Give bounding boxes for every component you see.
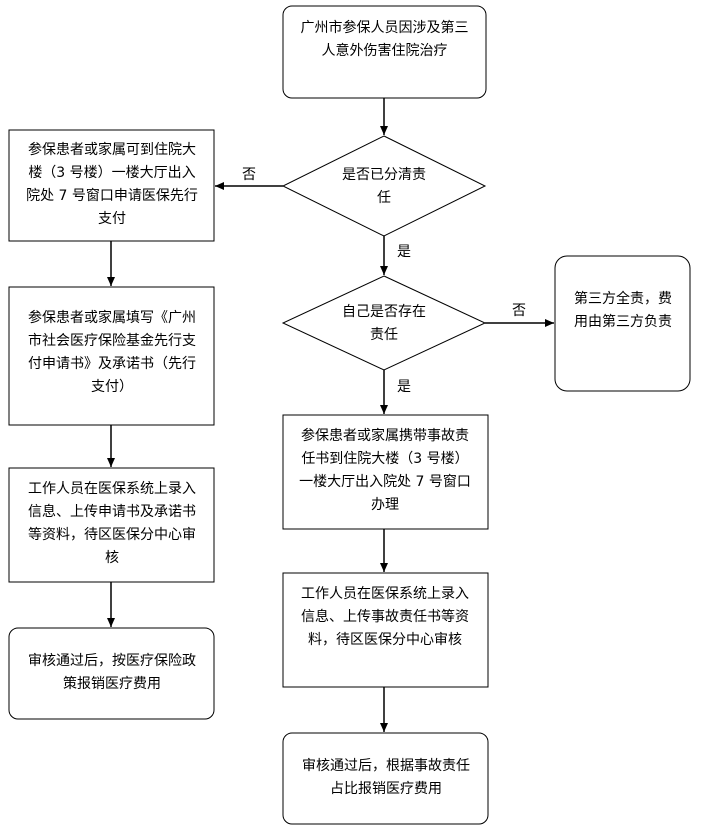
node-decision-self-label: 自己是否存在责任 xyxy=(342,304,426,343)
edge-label-yes-down-2: 是 xyxy=(397,379,411,395)
node-right-reimburse-label: 审核通过后，根据事故责任占比报销医疗费用 xyxy=(302,758,470,797)
node-start-label: 广州市参保人员因涉及第三人意外伤害住院治疗 xyxy=(300,20,469,59)
edge-label-no-right: 否 xyxy=(512,303,526,319)
node-right-reimburse-box xyxy=(282,732,489,825)
edge-label-no-left: 否 xyxy=(242,167,256,183)
node-right-bring-box xyxy=(282,414,489,530)
node-right-bring-label: 参保患者或家属携带事故责任书到住院大楼（3 号楼）一楼大厅出入院处 7 号窗口办… xyxy=(299,428,471,513)
node-decision-clear-label: 是否已分清责任 xyxy=(342,167,426,206)
node-right-enter-box xyxy=(282,572,489,688)
node-left-enter-label: 工作人员在医保系统上录入信息、上传申请书及承诺书等资料，待区医保分中心审核 xyxy=(28,481,196,566)
node-third-party-box xyxy=(554,255,691,392)
node-left-fill-box xyxy=(8,286,215,426)
node-left-reimburse-box xyxy=(8,627,215,720)
edge-label-yes-down-1: 是 xyxy=(397,244,411,260)
node-left-apply-box xyxy=(8,129,215,242)
node-left-apply-label: 参保患者或家属可到住院大楼（3 号楼）一楼大厅出入院处 7 号窗口申请医保先行支… xyxy=(26,142,198,227)
node-left-fill-label: 参保患者或家属填写《广州市社会医疗保险基金先行支付申请书》及承诺书（先行支付） xyxy=(28,310,196,395)
node-left-enter-box xyxy=(8,467,215,583)
node-right-enter-label: 工作人员在医保系统上录入信息、上传事故责任书等资料，待区医保分中心审核 xyxy=(301,586,469,648)
node-third-party-label: 第三方全责，费用由第三方负责 xyxy=(574,291,672,330)
node-left-reimburse-label: 审核通过后，按医疗保险政策报销医疗费用 xyxy=(28,653,196,692)
